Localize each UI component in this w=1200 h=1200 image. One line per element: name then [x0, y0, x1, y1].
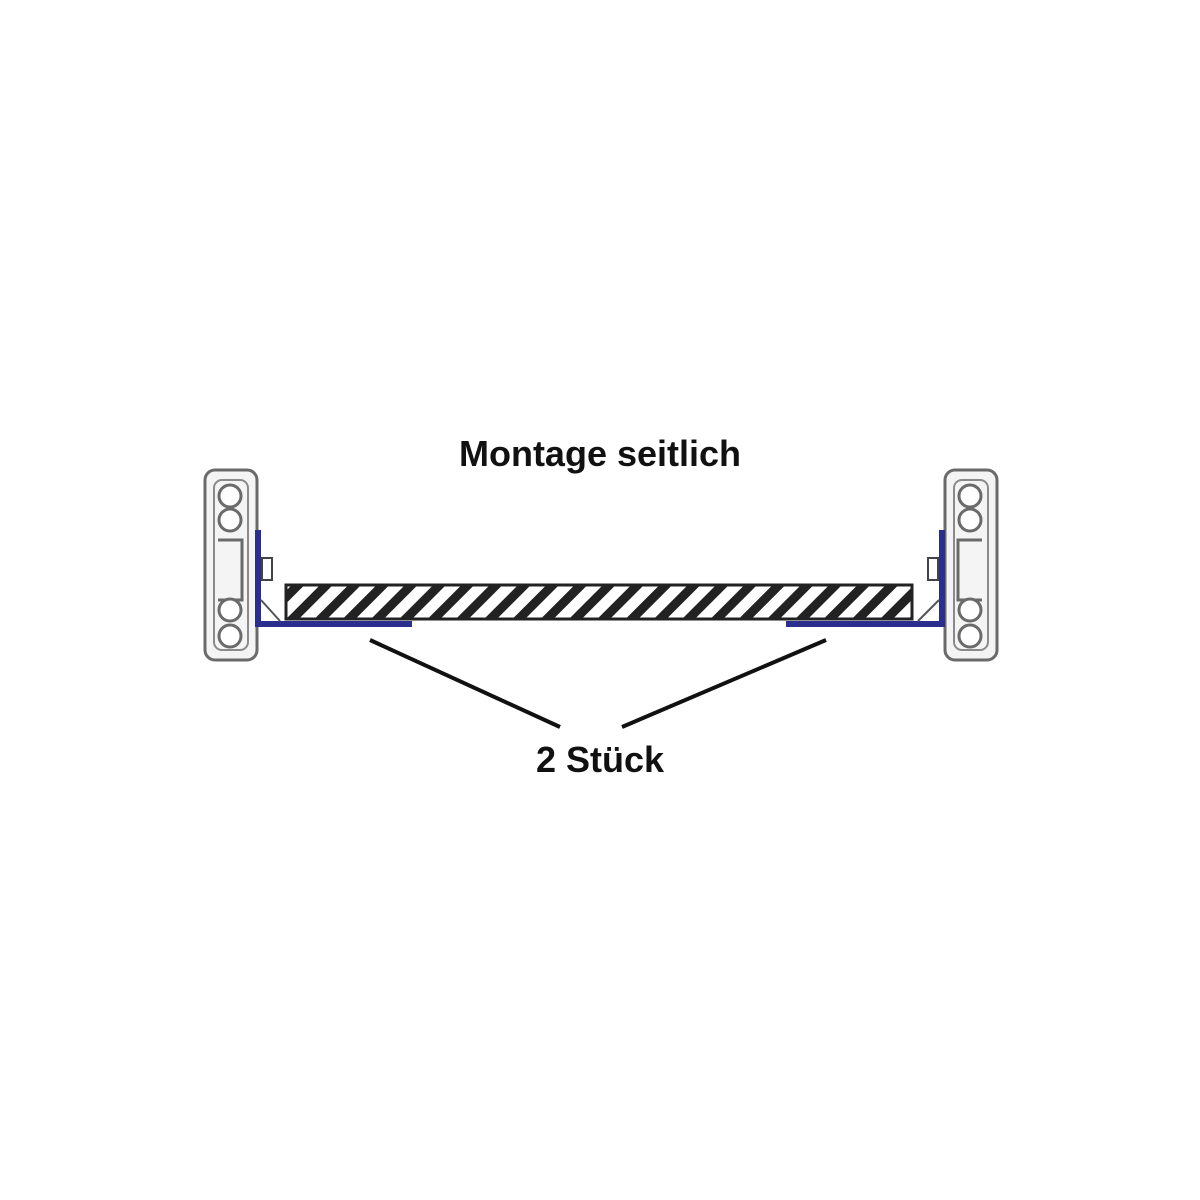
left-angle-bracket-icon	[255, 530, 412, 627]
right-pointer-line	[621, 638, 827, 729]
right-angle-bracket-icon	[786, 530, 945, 627]
count-label: 2 Stück	[535, 739, 665, 780]
left-pointer-line	[369, 638, 561, 729]
diagram-title: Montage seitlich	[458, 433, 742, 474]
right-rail-icon	[927, 468, 999, 662]
hatched-board	[284, 583, 914, 621]
left-rail-icon	[203, 468, 273, 662]
